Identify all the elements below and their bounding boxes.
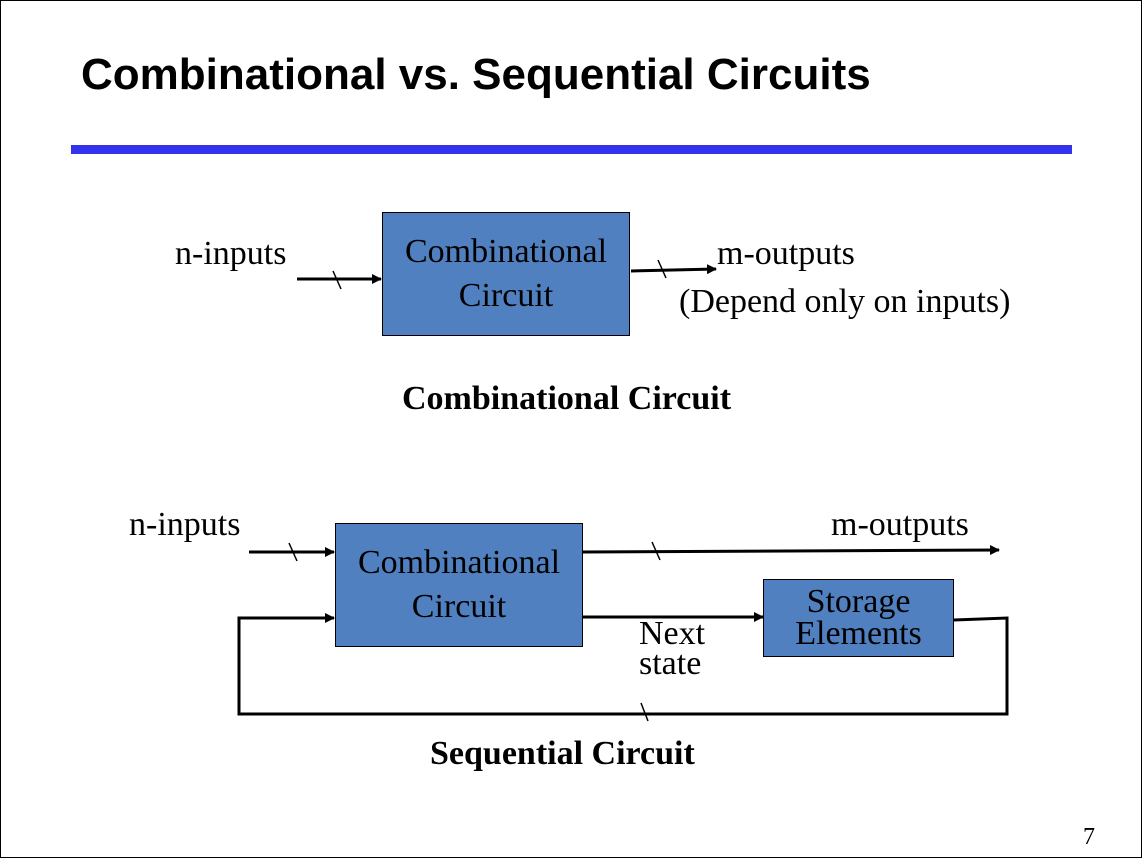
seq-output-bus-slash [651, 541, 661, 561]
seq-comb-circuit-block: Combinational Circuit [335, 523, 583, 647]
seq-output-label: m-outputs [831, 506, 969, 543]
comb-output-bus-slash [657, 259, 667, 279]
storage-elements-block: Storage Elements [763, 579, 954, 657]
storage-line2: Elements [795, 615, 922, 652]
next-state-label: Next state [639, 615, 706, 682]
comb-output-note: (Depend only on inputs) [679, 283, 1011, 320]
seq-input-bus-slash [288, 542, 298, 562]
comb-output-arrow [630, 264, 717, 275]
comb-block-line1: Combinational [404, 233, 608, 270]
comb-input-label: n-inputs [175, 235, 287, 272]
comb-input-bus-slash [332, 270, 342, 290]
seq-caption: Sequential Circuit [430, 735, 695, 772]
feedback-loop [237, 613, 1009, 716]
page-number: 7 [1083, 824, 1095, 850]
comb-caption: Combinational Circuit [402, 380, 732, 417]
seq-input-label: n-inputs [129, 506, 241, 543]
comb-circuit-block: Combinational Circuit [382, 212, 630, 336]
title-rule [71, 145, 1072, 154]
comb-block-line2: Circuit [458, 277, 554, 314]
seq-block-line2: Circuit [411, 588, 507, 625]
seq-output-arrow [582, 545, 1000, 556]
seq-block-line1: Combinational [357, 544, 561, 581]
feedback-bus-slash [640, 702, 649, 722]
comb-output-label: m-outputs [717, 235, 855, 272]
storage-line1: Storage [806, 583, 911, 620]
slide-title: Combinational vs. Sequential Circuits [81, 50, 871, 99]
next-state-line2: state [639, 645, 702, 682]
next-state-line1: Next [639, 615, 706, 652]
